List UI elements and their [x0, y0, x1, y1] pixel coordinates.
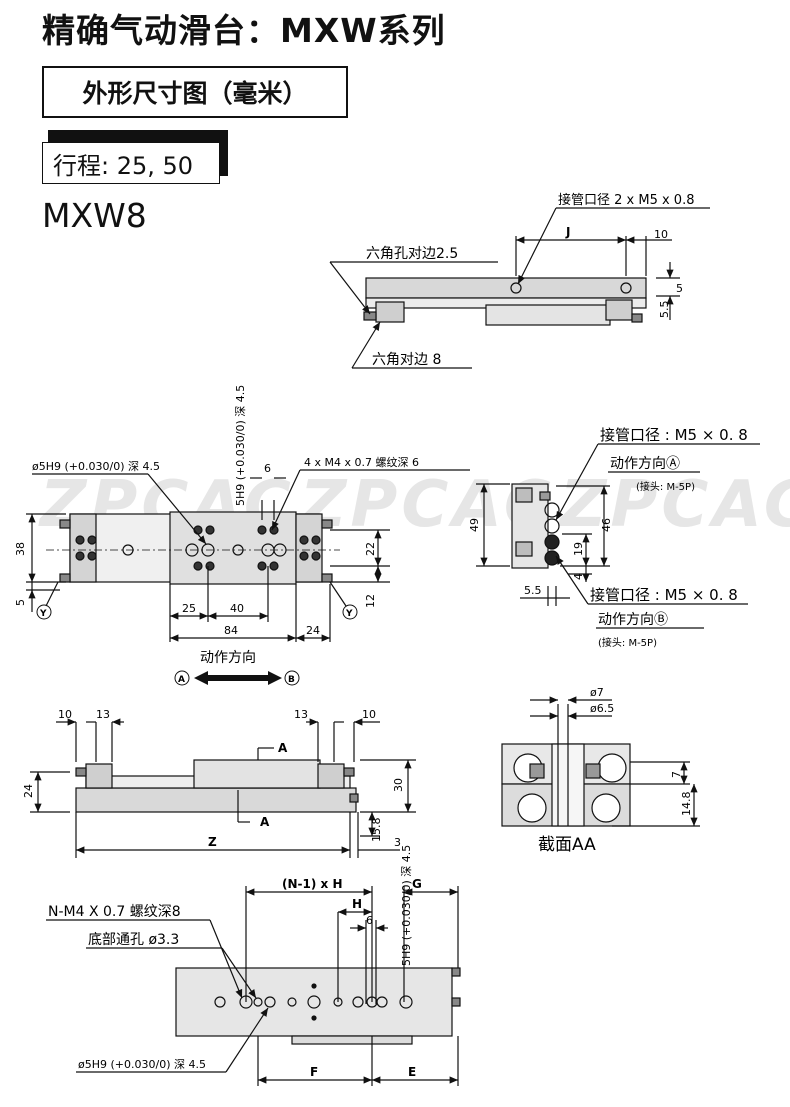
top-dim-38: 38 — [14, 542, 27, 556]
bottom-dim-6: 6 — [366, 914, 373, 927]
section-view — [501, 696, 700, 827]
front-base — [75, 787, 357, 813]
front-dim-15-8: 15.8 — [370, 818, 383, 843]
bottom-body — [175, 967, 453, 1037]
top-dim-22: 22 — [364, 542, 377, 556]
top-mark-y-left — [36, 604, 52, 620]
top-mark-y-right-text: Y — [345, 609, 353, 619]
bottom-through-hole: 底部通孔 ø3.3 — [88, 932, 179, 948]
stroke-label: 行程: 25, 50 — [42, 142, 220, 184]
side-hex-hole-label: 六角孔对边2.5 — [366, 246, 458, 262]
side-right-stopper — [631, 313, 643, 323]
top-motion-label: 动作方向 — [200, 650, 256, 666]
bottom-pin-hole: ø5H9 (+0.030/0) 深 4.5 — [78, 1058, 206, 1071]
bottom-dim-f: F — [310, 1065, 318, 1079]
side-body-top — [365, 277, 647, 299]
top-thread-label: 4 x M4 x 0.7 螺纹深 6 — [304, 455, 419, 469]
section-caption: 截面AA — [538, 835, 596, 855]
side-view — [329, 207, 710, 369]
side-port-label: 接管口径 2 x M5 x 0.8 — [558, 192, 694, 208]
top-mark-b: B — [288, 675, 295, 685]
end-dir-b-label: 动作方向Ⓑ — [598, 612, 668, 628]
end-dim-46: 46 — [600, 518, 613, 532]
section-dim-7: 7 — [670, 771, 683, 778]
top-mark-a-circle — [174, 670, 190, 686]
top-dim-12: 12 — [364, 594, 377, 608]
top-view — [26, 469, 470, 642]
bottom-dim-g: G — [412, 877, 422, 891]
bottom-dim-e: E — [408, 1065, 416, 1079]
front-dim-24: 24 — [22, 784, 35, 798]
front-view — [30, 718, 416, 858]
end-dim-4: 4 — [572, 573, 585, 580]
end-view — [476, 443, 760, 629]
bottom-thread-label: N-M4 X 0.7 螺纹深8 — [48, 904, 181, 920]
top-dim-24: 24 — [306, 624, 320, 637]
bottom-pin-vertical: 5H9 (+0.030/0) 深 4.5 — [400, 845, 413, 966]
top-pin-hole-label: ø5H9 (+0.030/0) 深 4.5 — [32, 460, 160, 473]
model-label: MXW8 — [42, 196, 147, 235]
bottom-view — [46, 886, 461, 1086]
end-port-b-label: 接管口径 : M5 × 0. 8 — [590, 586, 738, 604]
bottom-dim-h: H — [352, 897, 362, 911]
end-fitting-b: (接头: M-5P) — [598, 636, 657, 649]
section-dim-14-8: 14.8 — [680, 792, 693, 817]
side-port-1 — [510, 282, 522, 294]
side-dim-j: J — [565, 225, 570, 239]
section-dim-6-5-dia: ø6.5 — [590, 702, 614, 715]
section-dim-7-dia: ø7 — [590, 686, 604, 699]
front-section-a-bottom: A — [260, 815, 270, 829]
top-mark-b-circle — [284, 670, 300, 686]
end-fitting-a: (接头: M-5P) — [636, 480, 695, 493]
side-hex-label: 六角对边 8 — [372, 352, 441, 368]
top-dim-40: 40 — [230, 602, 244, 615]
top-mark-y-right — [342, 604, 358, 620]
end-dim-49: 49 — [468, 518, 481, 532]
front-dim-z: Z — [208, 835, 217, 849]
top-dim-84: 84 — [224, 624, 238, 637]
end-port-a-label: 接管口径 : M5 × 0. 8 — [600, 426, 748, 444]
top-right-block — [295, 513, 323, 583]
side-right-end — [605, 299, 633, 321]
front-dim-30: 30 — [392, 778, 405, 792]
top-mark-a: A — [178, 675, 185, 685]
section-label: 外形尺寸图（毫米） — [42, 66, 348, 118]
side-dim-5: 5 — [676, 282, 683, 295]
watermark-3: ZPCAC — [560, 468, 790, 542]
end-dim-5-5: 5.5 — [524, 584, 542, 597]
top-dim-5: 5 — [14, 599, 27, 606]
side-port-2 — [620, 282, 632, 294]
front-dim-13-right: 13 — [294, 708, 308, 721]
top-pin-hole-vertical: 5H9 (+0.030/0) 深 4.5 — [234, 385, 247, 506]
top-left-block — [69, 513, 97, 583]
side-left-end — [375, 301, 405, 323]
motion-arrow — [194, 671, 282, 685]
end-dir-a-label: 动作方向Ⓐ — [610, 456, 680, 472]
front-table — [193, 759, 321, 789]
top-mark-y-left-text: Y — [39, 609, 47, 619]
front-dim-13-left: 13 — [96, 708, 110, 721]
front-dim-3: 3 — [394, 836, 401, 849]
side-dim-5-5: 5.5 — [658, 301, 671, 319]
top-dim-6: 6 — [264, 462, 271, 475]
front-dim-10-left: 10 — [58, 708, 72, 721]
front-section-a-top: A — [278, 741, 288, 755]
top-dim-25: 25 — [182, 602, 196, 615]
bottom-dim-n-h: (N-1) x H — [282, 877, 342, 891]
page-title: 精确气动滑台：MXW系列 — [42, 11, 446, 50]
end-dim-19: 19 — [572, 542, 585, 556]
side-dim-10: 10 — [654, 228, 668, 241]
front-dim-10-right: 10 — [362, 708, 376, 721]
side-cylinder — [485, 304, 611, 326]
side-left-stopper — [363, 311, 377, 321]
